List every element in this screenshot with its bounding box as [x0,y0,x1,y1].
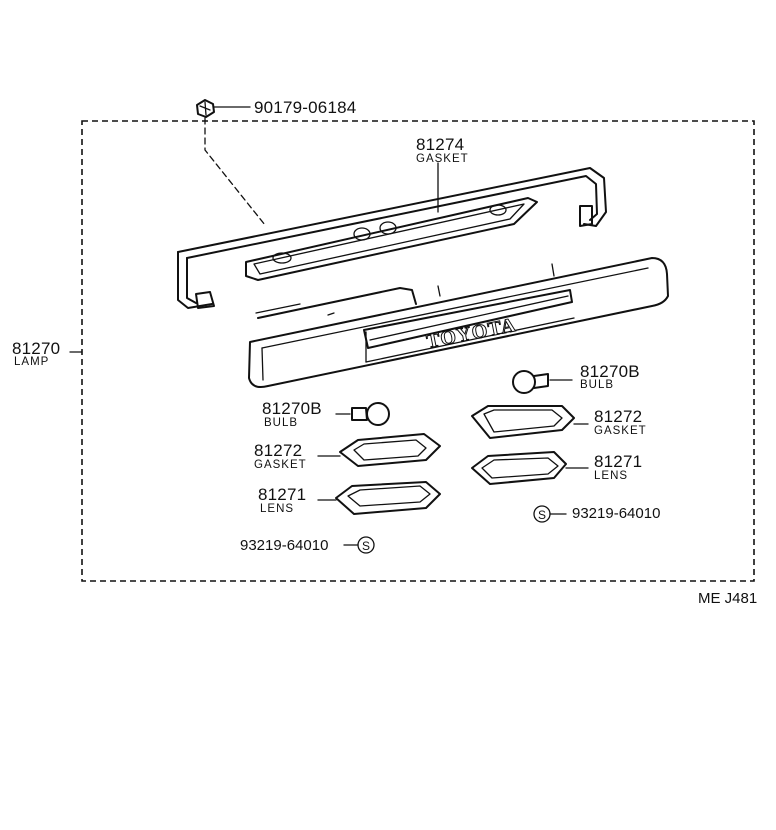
lens-left-part [317,481,441,515]
clip-part [196,99,266,226]
screw-right-letter: S [538,508,546,522]
diagram-code: ME J481 [698,590,758,607]
gasket-right-part-number: 81272 [594,407,643,426]
lamp-part-name: LAMP [14,356,50,368]
bulb-right-part-number: 81270B [580,362,640,381]
lens-right-part [471,451,589,485]
bulb-left-part-number: 81270B [262,399,322,418]
lens-left-part-name: LENS [260,503,295,515]
lamp-81270-body [248,257,669,388]
lamp-part-number: 81270 [12,339,61,358]
clip-part-number: 90179-06184 [254,98,357,117]
gasket-top-part-number: 81274 [416,135,465,154]
screw-left-letter: S [362,539,370,553]
lens-left-part-number: 81271 [258,485,307,504]
screw-right-part-number: 93219-64010 [572,505,661,522]
screw-left-part-number: 93219-64010 [240,537,329,554]
assembly-boundary [81,120,755,582]
bulb-left-part-name: BULB [264,417,299,429]
bulb-right-part-name: BULB [580,379,615,391]
bulb-left-part [335,402,390,426]
gasket-left-part-number: 81272 [254,441,303,460]
gasket-right-part-name: GASKET [594,425,647,437]
gasket-left-part-name: GASKET [254,459,307,471]
gasket-left-part [317,433,441,467]
lens-right-part-name: LENS [594,470,629,482]
gasket-81274-part [177,162,607,309]
screw-left-symbol: S [343,536,375,554]
gasket-top-part-name: GASKET [416,153,469,165]
gasket-right-part [471,405,589,439]
screw-right-symbol: S [533,505,567,523]
bulb-right-part [512,370,573,394]
lens-right-part-number: 81271 [594,452,643,471]
